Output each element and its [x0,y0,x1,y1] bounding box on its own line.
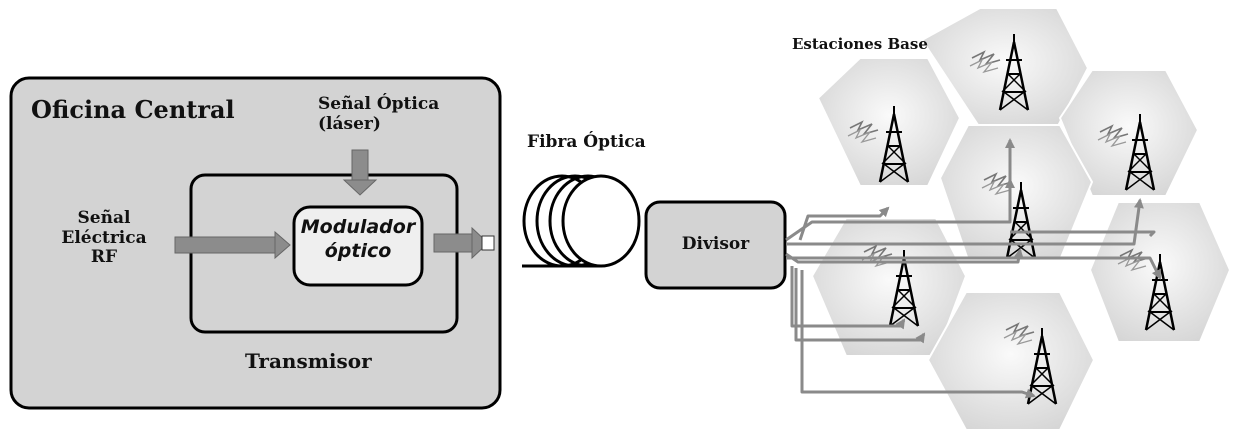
output-arrow [433,226,495,260]
splitter-label: Divisor [681,234,750,254]
fiber-coil-icon [522,174,641,268]
cell-hexagon [810,217,968,357]
fiber-label: Fibra Óptica [527,132,646,152]
modulator-label: Modulador óptico [294,216,422,264]
cell-hexagon [938,124,1094,261]
transmitter-label: Transmisor [245,349,372,373]
modulator-line1: Modulador [300,216,416,238]
optical-signal-line1: Señal Óptica [318,94,440,114]
cell-hexagon [1058,69,1200,197]
cell-grid [810,7,1232,431]
modulator-line2: óptico [324,239,392,262]
optical-signal-line2: (láser) [318,113,381,134]
electrical-signal-line3: RF [90,247,118,268]
distribution-links [785,138,1162,399]
rf-input-arrow [174,230,291,260]
optical-input-arrow [342,149,378,196]
splitter-box [644,200,787,290]
modulator-box [292,205,424,287]
electrical-signal-line1: Señal [77,208,131,228]
cell-hexagon [816,57,962,187]
cell-hexagon [926,291,1096,431]
optical-signal-label: Señal Óptica (láser) [318,94,440,134]
cell-hexagon [1088,201,1232,343]
electrical-signal-label: Señal Eléctrica RF [56,208,152,268]
base-stations-label: Estaciones Base [792,35,928,53]
electrical-signal-line2: Eléctrica [61,227,147,248]
central-office-title: Oficina Central [31,95,235,124]
